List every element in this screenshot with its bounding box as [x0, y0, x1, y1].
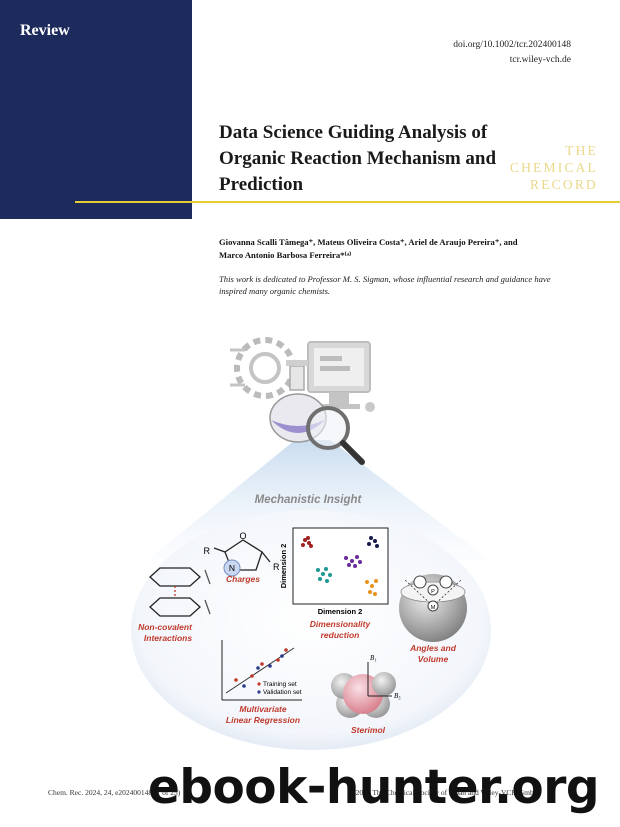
charges-label: Charges [226, 574, 260, 584]
journal-line-3: RECORD [530, 177, 598, 192]
atom-m-label: M [431, 605, 436, 611]
atom-p-label: P [431, 589, 435, 595]
mlr-label-2: Linear Regression [226, 715, 300, 725]
noncovalent-label-1: Non-covalent [138, 622, 193, 632]
figure-heading: Mechanistic Insight [255, 494, 363, 506]
angles-label-2: Volume [418, 654, 449, 664]
section-label: Review [20, 22, 70, 39]
doi-block: doi.org/10.1002/tcr.202400148 tcr.wiley-… [453, 38, 571, 68]
clustering-plot [292, 527, 389, 605]
mlr-label-1: Multivariate [239, 704, 287, 714]
regression-plot [221, 640, 302, 701]
copyright-text: © 2024 The Chemical Society of Japan and… [348, 788, 540, 797]
journal-line-2: CHEMICAL [509, 160, 598, 175]
authors-line-1: Giovanna Scalli Tâmega⁺, Mateus Oliveira… [219, 237, 518, 247]
title-line-1: Data Science Guiding Analysis of [219, 122, 488, 143]
header-band [0, 0, 192, 219]
legend-training: Training set [263, 681, 297, 688]
gear-brain-icon [230, 337, 296, 399]
title-line-2: Organic Reaction Mechanism and [219, 148, 497, 169]
atom-o-label: O [239, 531, 246, 541]
sterimol-label: Sterimol [351, 725, 386, 735]
dedication-text: This work is dedicated to Professor M. S… [219, 274, 551, 296]
noncovalent-label-2: Interactions [144, 633, 192, 643]
dimred-label-1: Dimensionality [310, 619, 372, 629]
b1-label: B₁ [370, 654, 377, 662]
page-footer: Chem. Rec. 2024, 24, e202400148 (1 of 25… [48, 788, 588, 797]
dimred-label-2: reduction [321, 630, 360, 640]
accent-rule [75, 201, 620, 203]
atom-r2-label: R [273, 562, 280, 572]
article-title: Data Science Guiding Analysis of Organic… [219, 120, 579, 198]
atom-r1-label: R [204, 546, 211, 556]
journal-line-1: THE [565, 143, 598, 158]
b5-label: B₅ [394, 692, 401, 700]
axis-label-y: Dimension 2 [279, 544, 288, 589]
axis-label-x: Dimension 2 [318, 607, 363, 616]
watermark-text: ebook-hunter.org [148, 760, 600, 815]
authors-line-2: Marco Antonio Barbosa Ferreira*⁽ᵃ⁾ [219, 250, 352, 260]
atom-n-label: N [229, 563, 235, 573]
site-link[interactable]: tcr.wiley-vch.de [509, 55, 571, 65]
angles-label-1: Angles and [409, 643, 457, 653]
sterimol-molecule [331, 662, 396, 718]
legend-validation: Validation set [263, 689, 302, 696]
doi-link[interactable]: doi.org/10.1002/tcr.202400148 [453, 40, 571, 50]
citation-text: Chem. Rec. 2024, 24, e202400148 (1 of 25… [48, 788, 181, 797]
title-line-3: Prediction [219, 174, 304, 195]
magnifier-icon [306, 406, 365, 465]
benzene-stack-icon [149, 567, 211, 617]
monitor-icon [307, 341, 375, 412]
author-list: Giovanna Scalli Tâmega⁺, Mateus Oliveira… [219, 236, 589, 262]
cone-angle-sphere [399, 574, 467, 642]
journal-name: THE CHEMICAL RECORD [510, 142, 598, 193]
insight-ellipse [131, 510, 491, 750]
charge-highlight [223, 559, 241, 577]
